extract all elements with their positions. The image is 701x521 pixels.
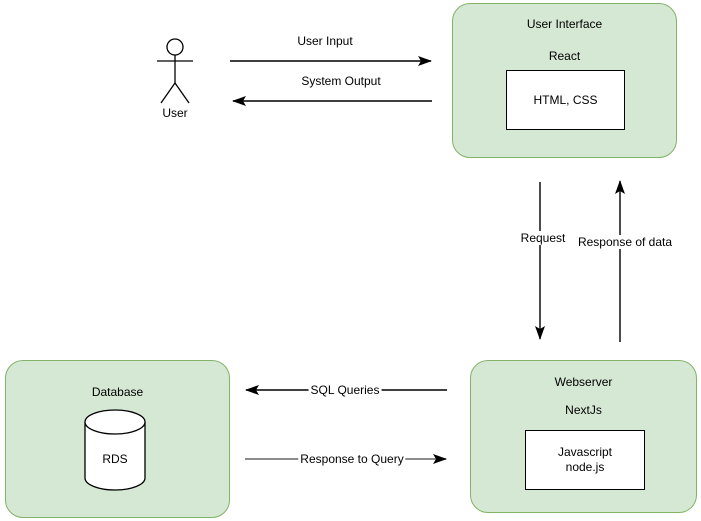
inner-box-javascript-line1: Javascript: [557, 445, 613, 459]
actor-label: User: [162, 106, 188, 120]
database-cylinder-top: [84, 409, 146, 435]
actor-left-leg: [160, 82, 176, 104]
node-webserver-subtitle: NextJs: [565, 403, 602, 417]
node-user-interface: User Interface React HTML, CSS: [452, 3, 677, 158]
database-cylinder-body: [84, 422, 146, 491]
actor-figure: [157, 38, 193, 104]
node-user-interface-subtitle: React: [548, 49, 581, 63]
actor-right-leg: [174, 82, 190, 104]
edge-label-response-of-data: Response of data: [575, 235, 675, 249]
node-webserver: Webserver NextJs Javascript node.js: [470, 360, 697, 513]
edge-label-user-input: User Input: [297, 34, 353, 48]
inner-box-html-css: HTML, CSS: [506, 70, 625, 130]
edge-label-system-output: System Output: [301, 74, 381, 88]
node-webserver-title: Webserver: [554, 375, 613, 389]
inner-box-html-css-label: HTML, CSS: [533, 92, 598, 107]
edge-label-response-to-query: Response to Query: [298, 452, 406, 466]
edge-label-request: Request: [518, 231, 568, 245]
actor-head: [166, 38, 184, 56]
database-cylinder-label: RDS: [102, 452, 128, 466]
inner-box-javascript-nodejs: Javascript node.js: [525, 430, 645, 490]
edge-label-sql-queries: SQL Queries: [308, 383, 382, 397]
database-cylinder: [84, 409, 146, 491]
node-database-title: Database: [91, 385, 144, 399]
node-user-interface-title: User Interface: [526, 17, 603, 31]
inner-box-javascript-line2: node.js: [565, 460, 605, 474]
